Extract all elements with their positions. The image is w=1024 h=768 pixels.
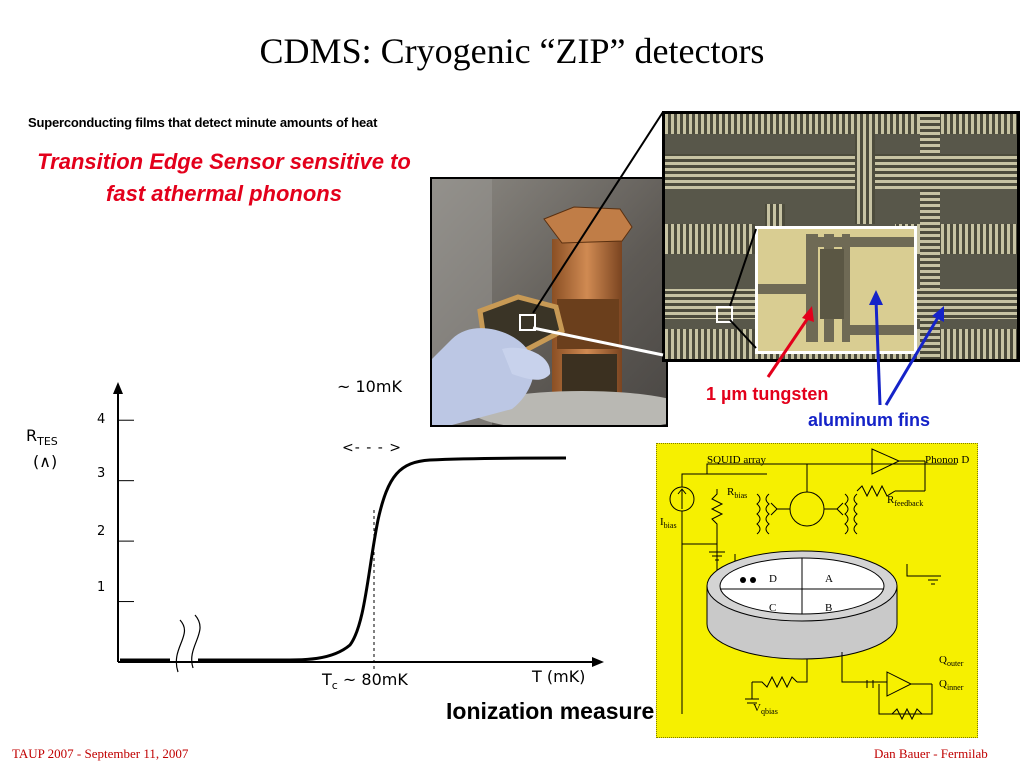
aluminum-arrowhead-1 — [869, 290, 883, 305]
rfeedback-label: Rfeedback — [887, 494, 923, 508]
y-tick-label-3: 3 — [97, 466, 106, 481]
qinner-main: Q — [939, 678, 947, 690]
y-axis-label: RTES — [26, 426, 58, 448]
tes-zoom-inset — [755, 226, 917, 354]
vqbias-source — [745, 682, 759, 704]
y-ticks — [118, 419, 134, 603]
ionization-wires — [797, 652, 887, 683]
heat-subtitle: Superconducting films that detect minute… — [28, 115, 378, 130]
zoom-line-upper — [532, 111, 664, 314]
circuit-drawing — [669, 448, 957, 721]
quadrant-c: C — [769, 602, 777, 614]
tungsten-label: 1 µm tungsten — [706, 384, 829, 404]
width-annotation: ~ 10mK — [337, 377, 402, 396]
ibias-main: I — [660, 516, 664, 528]
rbias-sub: bias — [734, 491, 748, 501]
rbias-main: R — [727, 486, 735, 498]
input-coil — [756, 493, 761, 535]
phonon-label: Phonon D — [925, 454, 970, 466]
qouter-main: Q — [939, 654, 947, 666]
aluminum-arrow-2 — [884, 313, 942, 406]
feedback-coil-2 — [853, 493, 858, 535]
current-source-arrow — [677, 488, 687, 509]
zip-circuit-diagram: SQUID array Phonon D Rbias Rfeedback Ibi… — [656, 443, 978, 738]
rfeedback-resistor — [856, 484, 896, 498]
vqbias-main: V — [753, 702, 761, 714]
charge-feedback-resistor — [891, 707, 923, 721]
squid-junctions — [770, 502, 844, 516]
width-arrow: <- - - > — [342, 440, 402, 456]
x-axis-label: T (mK) — [532, 667, 586, 686]
y-tick-label-2: 2 — [97, 524, 106, 539]
tungsten-arrowhead — [802, 306, 814, 322]
footer-right: Dan Bauer - Fermilab — [874, 746, 988, 761]
tes-subtitle: Transition Edge Sensor sensitive to fast… — [37, 149, 411, 206]
contact-pad-1 — [740, 577, 746, 583]
squid-array — [789, 491, 825, 527]
squid-label: SQUID array — [707, 454, 766, 466]
x-axis-arrowhead — [592, 657, 604, 667]
detector-photo-drawing — [432, 179, 666, 425]
y-axis-label-sub: TES — [37, 435, 58, 449]
qouter-sub: outer — [946, 659, 964, 669]
tc-label-sub: c — [331, 679, 338, 693]
inset-line-upper — [729, 228, 757, 307]
y-axis-label-main: R — [26, 426, 38, 445]
qinner-label: Qinner — [939, 678, 963, 692]
axis-break-left — [175, 619, 186, 673]
charge-feedback-loop — [878, 683, 933, 715]
aluminum-arrow-1 — [874, 299, 882, 406]
rtes-chart — [113, 382, 604, 673]
vqbias-label: Vqbias — [753, 702, 778, 716]
tes-zoom-drawing — [758, 229, 914, 351]
y-axis-arrowhead — [113, 382, 123, 394]
y-tick-label-4: 4 — [97, 412, 106, 427]
aluminum-label: aluminum fins — [808, 410, 931, 430]
inset-line-lower — [729, 319, 757, 349]
tc-label-main: T — [322, 670, 332, 689]
coupling-capacitor — [866, 680, 874, 688]
axis-break-right — [191, 614, 201, 669]
quadrant-b: B — [825, 602, 833, 614]
qouter-label: Qouter — [939, 654, 963, 668]
phonon-amplifier — [871, 448, 901, 475]
slide-title: CDMS: Cryogenic “ZIP” detectors — [259, 31, 765, 71]
qinner-sub: inner — [946, 683, 964, 693]
quadrant-d: D — [769, 573, 777, 585]
tungsten-arrow — [766, 314, 812, 378]
top-wire — [706, 463, 957, 474]
tc-label: Tc ~ 80mK — [322, 670, 408, 692]
vqbias-resistor — [752, 675, 798, 689]
y-axis-unit: (∧) — [33, 452, 58, 471]
ibias-sub: bias — [663, 521, 677, 531]
right-ground — [906, 564, 941, 585]
rbias-resistor — [710, 489, 724, 544]
amp-output-wire — [895, 460, 926, 492]
charge-amplifier — [886, 671, 913, 697]
contact-pad-2 — [750, 577, 756, 583]
quadrant-a: A — [825, 573, 833, 585]
ibias-label: Ibias — [660, 516, 677, 530]
rfeedback-sub: feedback — [894, 499, 924, 509]
bias-wires — [681, 473, 767, 545]
footer-left: TAUP 2007 - September 11, 2007 — [12, 746, 189, 761]
aluminum-arrowhead-2 — [932, 306, 944, 322]
rbias-label: Rbias — [727, 486, 747, 500]
rfeedback-main: R — [887, 494, 895, 506]
vqbias-sub: qbias — [760, 707, 778, 717]
tc-label-rest: ~ 80mK — [337, 670, 408, 689]
detector-photo — [430, 177, 668, 427]
zoom-line-lower — [532, 326, 664, 357]
y-tick-label-1: 1 — [97, 580, 106, 595]
feedback-coil — [844, 493, 849, 535]
squid-coil-left — [765, 493, 770, 535]
transition-curve — [120, 456, 567, 662]
